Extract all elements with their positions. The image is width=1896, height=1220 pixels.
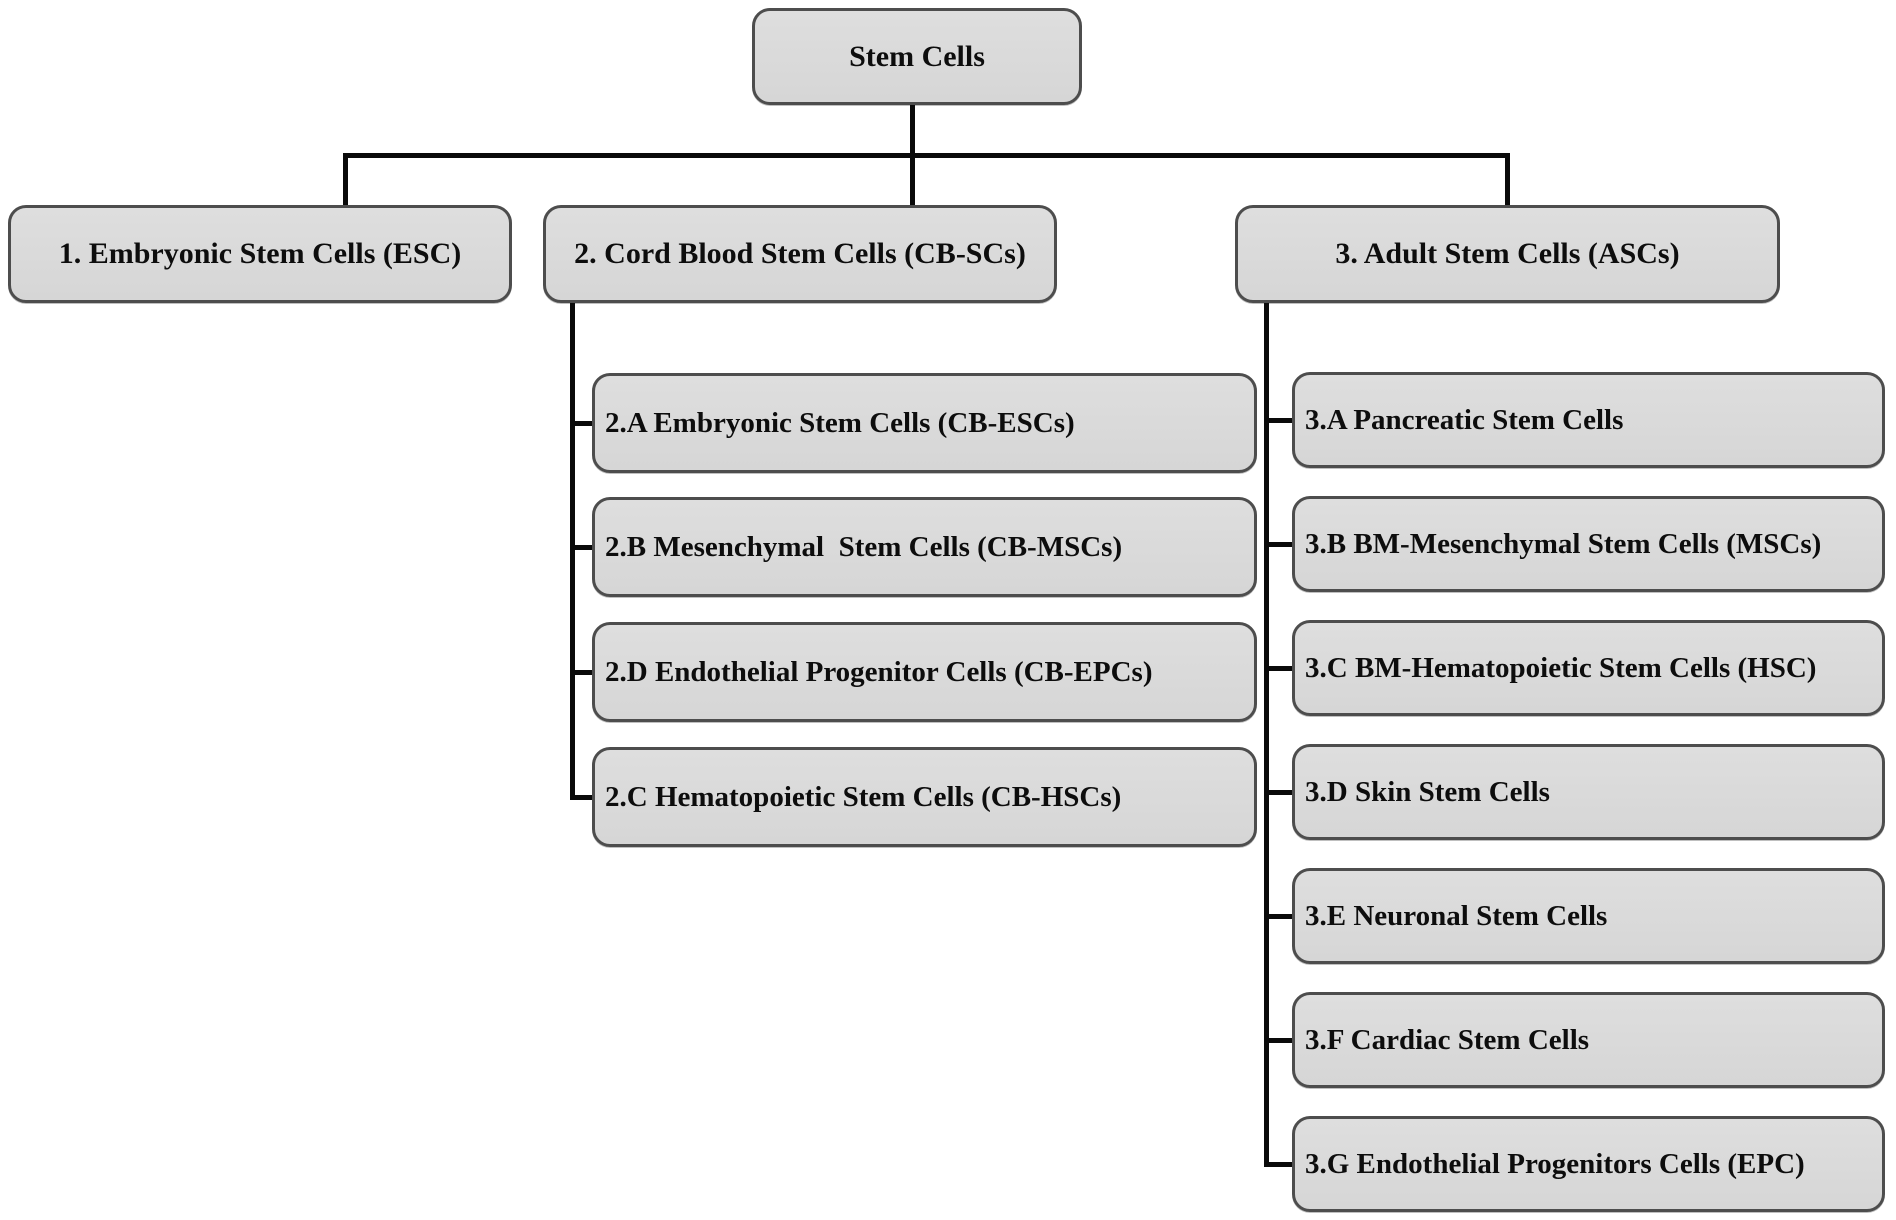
connector-drop-adult	[1505, 153, 1510, 205]
node-cb-embryonic-stem-cells: 2.A Embryonic Stem Cells (CB-ESCs)	[592, 373, 1257, 473]
connector-stub-endothelial	[1264, 1162, 1294, 1167]
node-bm-hematopoietic-stem-cells: 3.C BM-Hematopoietic Stem Cells (HSC)	[1292, 620, 1885, 716]
connector-stub-cb-epcs	[570, 670, 594, 675]
node-stem-cells: Stem Cells	[752, 8, 1082, 105]
connector-stub-cb-escs	[570, 421, 594, 426]
node-adult-stem-cells: 3. Adult Stem Cells (ASCs)	[1235, 205, 1780, 303]
node-embryonic-stem-cells: 1. Embryonic Stem Cells (ESC)	[8, 205, 512, 303]
connector-root-stem	[910, 105, 915, 158]
node-cb-hematopoietic-stem-cells: 2.C Hematopoietic Stem Cells (CB-HSCs)	[592, 747, 1257, 847]
node-neuronal-stem-cells: 3.E Neuronal Stem Cells	[1292, 868, 1885, 964]
node-endothelial-progenitors-cells: 3.G Endothelial Progenitors Cells (EPC)	[1292, 1116, 1885, 1212]
connector-stub-bm-hematopoietic	[1264, 666, 1294, 671]
connector-stub-skin	[1264, 790, 1294, 795]
connector-branch-horizontal	[343, 153, 1510, 158]
connector-stub-bm-mesenchymal	[1264, 542, 1294, 547]
connector-stub-cardiac	[1264, 1038, 1294, 1043]
connector-stub-cb-mscs	[570, 545, 594, 550]
connector-trunk-adult	[1264, 303, 1269, 1166]
node-cardiac-stem-cells: 3.F Cardiac Stem Cells	[1292, 992, 1885, 1088]
connector-trunk-cord-blood	[570, 303, 575, 800]
connector-drop-cord-blood	[910, 153, 915, 205]
connector-drop-embryonic	[343, 153, 348, 205]
node-pancreatic-stem-cells: 3.A Pancreatic Stem Cells	[1292, 372, 1885, 468]
node-cord-blood-stem-cells: 2. Cord Blood Stem Cells (CB-SCs)	[543, 205, 1057, 303]
node-cb-mesenchymal-stem-cells: 2.B Mesenchymal Stem Cells (CB-MSCs)	[592, 497, 1257, 597]
node-cb-endothelial-progenitor-cells: 2.D Endothelial Progenitor Cells (CB-EPC…	[592, 622, 1257, 722]
connector-stub-neuronal	[1264, 914, 1294, 919]
node-skin-stem-cells: 3.D Skin Stem Cells	[1292, 744, 1885, 840]
connector-stub-pancreatic	[1264, 418, 1294, 423]
node-bm-mesenchymal-stem-cells: 3.B BM-Mesenchymal Stem Cells (MSCs)	[1292, 496, 1885, 592]
connector-stub-cb-hscs	[570, 795, 594, 800]
